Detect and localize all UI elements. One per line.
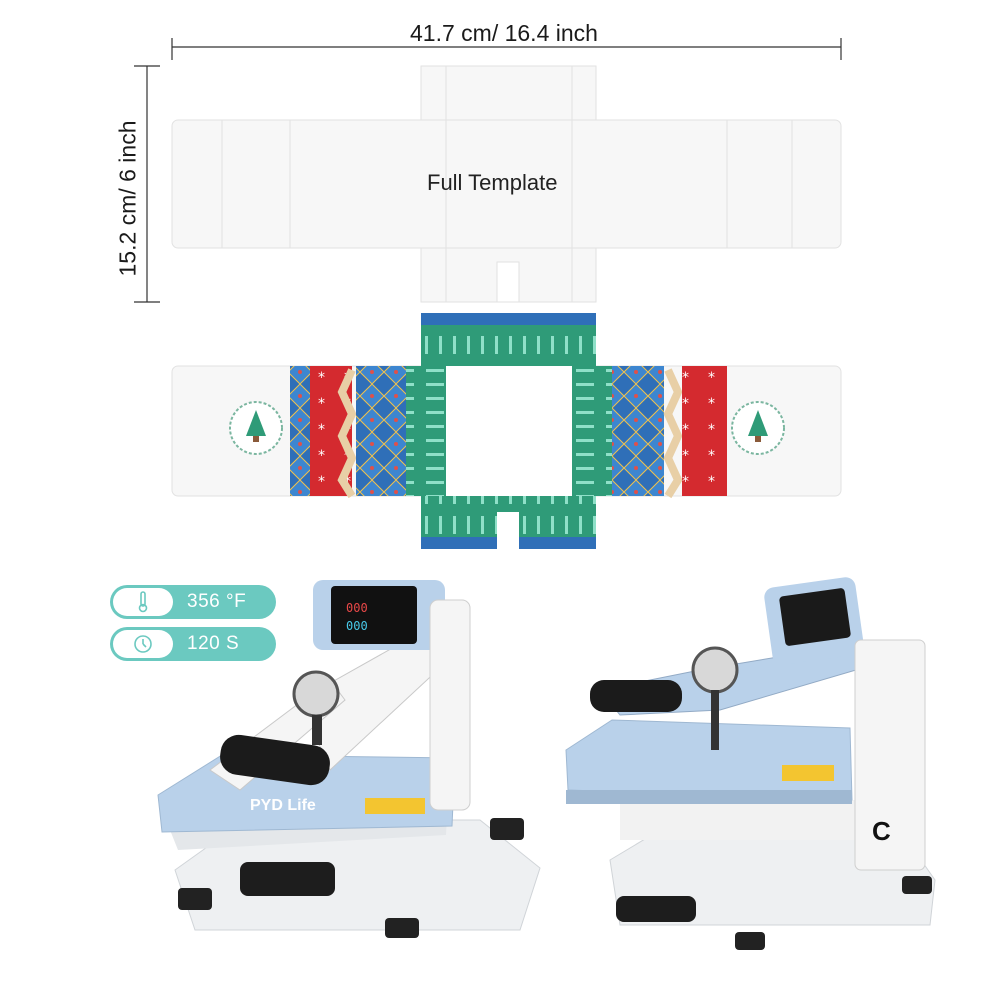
svg-text:000: 000 [346,601,368,615]
clock-icon [113,630,173,658]
blank-template [171,65,842,303]
printed-template [171,313,842,549]
temperature-value: 356 °F [187,591,247,612]
press-brand-label: PYD Life [250,797,316,814]
height-dimension-line [134,65,160,303]
christmas-tree-sticker-right [731,401,785,455]
thermometer-icon [113,588,173,616]
christmas-tree-sticker-left [229,401,283,455]
template-title: Full Template [427,170,558,195]
temperature-badge: 356 °F [110,585,276,619]
time-badge: 120 S [110,627,276,661]
height-dimension-label: 15.2 cm/ 6 inch [114,120,141,277]
width-dimension-label: 41.7 cm/ 16.4 inch [410,20,598,46]
heat-press-side: C [565,577,936,950]
press-side-letter: C [872,816,891,846]
heat-press-front: PYD Life 000 000 [157,580,541,938]
width-dimension-line [171,38,842,60]
svg-text:000: 000 [346,619,368,633]
time-value: 120 S [187,633,240,654]
